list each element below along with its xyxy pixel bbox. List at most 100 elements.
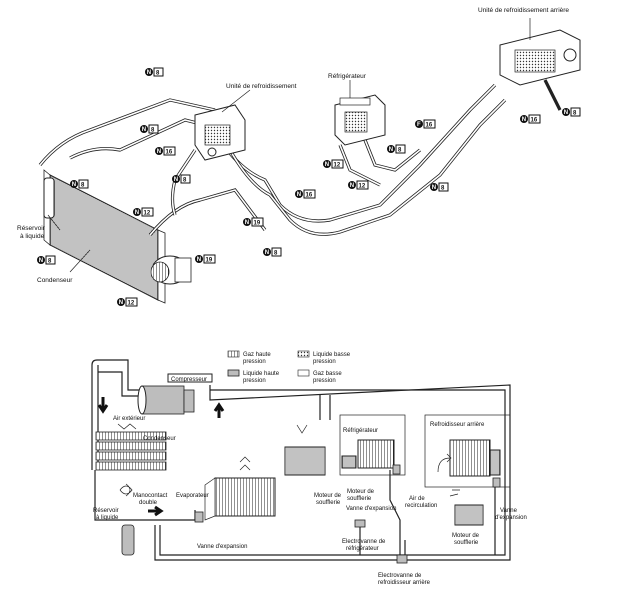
legend-hp-gas-2: pression bbox=[243, 359, 266, 365]
svg-text:N: N bbox=[245, 220, 249, 226]
label-condenser-top: Condenseur bbox=[37, 277, 73, 284]
svg-text:12: 12 bbox=[128, 301, 135, 307]
recirc-arrow-icon bbox=[437, 453, 452, 473]
label-rear-expansion-1: Vanne bbox=[500, 508, 518, 514]
label-condenser-bottom: Condenseur bbox=[143, 436, 176, 442]
label-rear-solenoid-2: refroidisseur arrière bbox=[378, 580, 431, 586]
legend-lp-gas-1: Gaz basse bbox=[313, 371, 342, 377]
svg-text:N: N bbox=[157, 149, 161, 155]
svg-text:16: 16 bbox=[426, 123, 433, 129]
front-blower-motor: Moteur de soufflerie bbox=[284, 424, 342, 506]
svg-text:N: N bbox=[39, 258, 43, 264]
label-ref-solenoid-2: réfrigérateur bbox=[346, 546, 379, 552]
legend-lp-gas-2: pression bbox=[313, 378, 336, 384]
label-ref-expansion-valve: Vanne d'expansion bbox=[346, 506, 396, 512]
label-recirc-air-1: Air de bbox=[409, 496, 425, 502]
svg-text:8: 8 bbox=[156, 71, 160, 77]
svg-text:N: N bbox=[522, 117, 526, 123]
legend-hp-liquid-1: Liquide haute bbox=[243, 371, 280, 377]
svg-text:N: N bbox=[265, 250, 269, 256]
svg-text:8: 8 bbox=[274, 251, 278, 257]
refrigerant-circuit-diagram: Gaz haute pression Liquide basse pressio… bbox=[91, 350, 527, 586]
label-compressor: Compresseur bbox=[171, 377, 207, 383]
legend: Gaz haute pression Liquide basse pressio… bbox=[227, 350, 351, 384]
rear-solenoid-valve bbox=[396, 554, 408, 564]
svg-text:8: 8 bbox=[48, 259, 52, 265]
piping-layout-diagram: Unité de refroidissement arrière Réfrigé… bbox=[17, 7, 581, 307]
label-blower-motor-1: Moteur de bbox=[314, 493, 342, 499]
svg-text:12: 12 bbox=[359, 184, 366, 190]
arrow-down-icon bbox=[97, 397, 109, 414]
liquid-reservoir-tank bbox=[43, 177, 55, 219]
torque-tag: N 12 bbox=[323, 159, 344, 169]
label-rear-cooling-unit: Unité de refroidissement arrière bbox=[478, 7, 569, 14]
svg-text:N: N bbox=[142, 127, 146, 133]
legend-swatch-hp-liquid bbox=[227, 369, 240, 377]
label-dual-switch-1: Manocontact bbox=[133, 493, 168, 499]
label-outside-air: Air extérieur bbox=[113, 416, 145, 422]
label-liquid-reservoir-2: à liquide bbox=[20, 233, 45, 240]
evaporator: Evaporateur Vanne d'expansion bbox=[176, 456, 276, 550]
refrigerator-unit bbox=[334, 94, 386, 146]
leader-lines bbox=[47, 18, 531, 273]
label-liquid-reservoir-1: Réservoir bbox=[17, 225, 46, 232]
svg-text:12: 12 bbox=[144, 211, 151, 217]
label-refrigerator-bottom: Réfrigérateur bbox=[343, 428, 378, 434]
svg-text:12: 12 bbox=[334, 163, 341, 169]
arrow-up-icon bbox=[213, 402, 225, 418]
svg-text:8: 8 bbox=[151, 128, 155, 134]
label-rear-solenoid-1: Electrovanne de bbox=[378, 573, 422, 579]
label-rear-blower-2: soufflerie bbox=[454, 540, 479, 546]
label-cooling-unit: Unité de refroidissement bbox=[226, 83, 297, 90]
label-rear-expansion-2: d'expansion bbox=[495, 515, 527, 521]
svg-text:16: 16 bbox=[531, 118, 538, 124]
liquid-reservoir: Réservoir à liquide bbox=[93, 508, 135, 556]
legend-hp-liquid-2: pression bbox=[243, 378, 266, 384]
svg-text:8: 8 bbox=[183, 178, 187, 184]
svg-text:N: N bbox=[174, 177, 178, 183]
legend-swatch-hp-gas bbox=[227, 350, 240, 358]
rear-cooler-section: Refroidisseur arrière Air de recirculati… bbox=[405, 414, 527, 546]
legend-swatch-lp-gas bbox=[297, 369, 310, 377]
airflow-wave-icon bbox=[117, 423, 137, 430]
svg-text:N: N bbox=[432, 185, 436, 191]
torque-tag: N 16 bbox=[520, 114, 541, 124]
label-expansion-valve: Vanne d'expansion bbox=[197, 544, 247, 550]
svg-text:N: N bbox=[325, 162, 329, 168]
svg-text:16: 16 bbox=[306, 193, 313, 199]
airflow-chevron-icon bbox=[239, 456, 251, 471]
compressor bbox=[150, 255, 192, 285]
label-dual-switch-2: double bbox=[139, 500, 158, 506]
compressor-block: Compresseur bbox=[137, 373, 213, 415]
label-ref-blower-1: Moteur de bbox=[347, 489, 375, 495]
svg-text:N: N bbox=[197, 257, 201, 263]
svg-text:N: N bbox=[297, 192, 301, 198]
arrow-right-icon bbox=[148, 505, 164, 517]
label-ref-blower-2: soufflerie bbox=[347, 496, 372, 502]
torque-tag: N 16 bbox=[295, 189, 316, 199]
svg-text:N: N bbox=[147, 70, 151, 76]
legend-swatch-lp-liquid bbox=[297, 350, 310, 358]
label-reservoir-2: à liquide bbox=[96, 515, 119, 521]
refrigerator-section: Réfrigérateur Moteur de soufflerie Vanne… bbox=[339, 414, 406, 552]
label-evaporator: Evaporateur bbox=[176, 493, 209, 499]
fan-icon bbox=[119, 483, 133, 497]
circuit-pipes bbox=[91, 359, 511, 561]
svg-text:8: 8 bbox=[398, 148, 402, 154]
svg-text:8: 8 bbox=[573, 111, 577, 117]
refrigerant-lines bbox=[38, 83, 507, 237]
